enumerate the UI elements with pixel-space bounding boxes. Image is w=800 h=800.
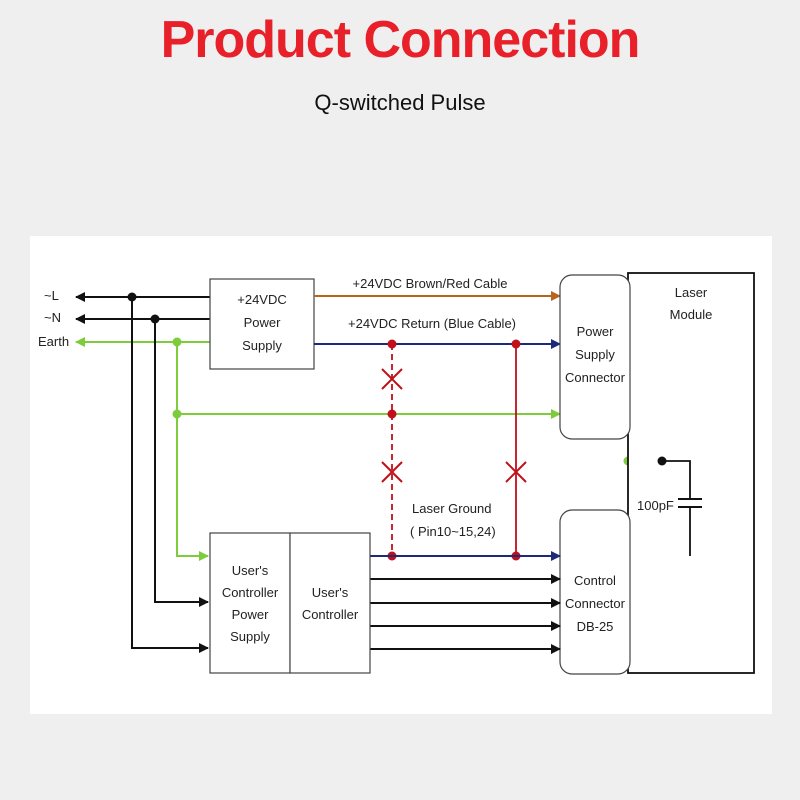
page-subtitle: Q-switched Pulse xyxy=(314,90,486,115)
label-neutral: ~N xyxy=(44,310,61,325)
power-supply-connector xyxy=(559,274,631,440)
controller-label-1: User's xyxy=(312,585,349,600)
wire-earth-to-controller-psu xyxy=(176,342,209,561)
label-laser-ground: Laser Ground xyxy=(412,501,492,516)
page-title: Product Connection xyxy=(160,11,641,69)
controller-psu-label-3: Power xyxy=(232,607,270,622)
controller-label-2: Controller xyxy=(302,607,359,622)
junction-ground-b-top xyxy=(511,339,521,349)
capacitor-label: 100pF xyxy=(637,498,674,513)
control-connector-label-2: Connector xyxy=(565,596,626,611)
label-earth: Earth xyxy=(38,334,69,349)
label-positive-cable: +24VDC Brown/Red Cable xyxy=(353,276,508,291)
cross-mark-icon xyxy=(381,461,403,483)
laser-module-label-1: Laser xyxy=(675,285,708,300)
controller-psu-label-4: Supply xyxy=(230,629,270,644)
power-supply-box xyxy=(209,278,315,370)
junction-ground-a-mid xyxy=(387,409,397,419)
label-laser-ground-pins: ( Pin10~15,24) xyxy=(410,524,496,539)
power-supply-label-1: +24VDC xyxy=(237,292,287,307)
controller-box xyxy=(289,532,371,674)
wire-capacitor-top xyxy=(662,460,691,499)
junction-earth-top xyxy=(172,337,182,347)
power-connector-label-2: Supply xyxy=(575,347,615,362)
controller-psu-label-2: Controller xyxy=(222,585,279,600)
control-connector-label-1: Control xyxy=(574,573,616,588)
junction-line xyxy=(127,292,137,302)
power-connector-label-3: Connector xyxy=(565,370,626,385)
power-connector-label-1: Power xyxy=(577,324,615,339)
label-line: ~L xyxy=(44,288,59,303)
laser-module-box xyxy=(627,272,755,674)
control-connector-label-3: DB-25 xyxy=(577,619,614,634)
power-supply-label-2: Power xyxy=(244,315,282,330)
wire-neutral-to-controller-psu xyxy=(154,319,209,607)
control-connector xyxy=(559,509,631,675)
junction-ground-a-top xyxy=(387,339,397,349)
cross-mark-icon xyxy=(381,368,403,390)
cross-mark-icon xyxy=(505,461,527,483)
controller-power-supply-box xyxy=(209,532,291,674)
power-supply-label-3: Supply xyxy=(242,338,282,353)
controller-psu-label-1: User's xyxy=(232,563,269,578)
wire-line-to-controller-psu xyxy=(131,297,209,653)
junction-neutral xyxy=(150,314,160,324)
junction-earth-mid xyxy=(172,409,182,419)
label-return-cable: +24VDC Return (Blue Cable) xyxy=(348,316,516,331)
laser-module-label-2: Module xyxy=(670,307,713,322)
